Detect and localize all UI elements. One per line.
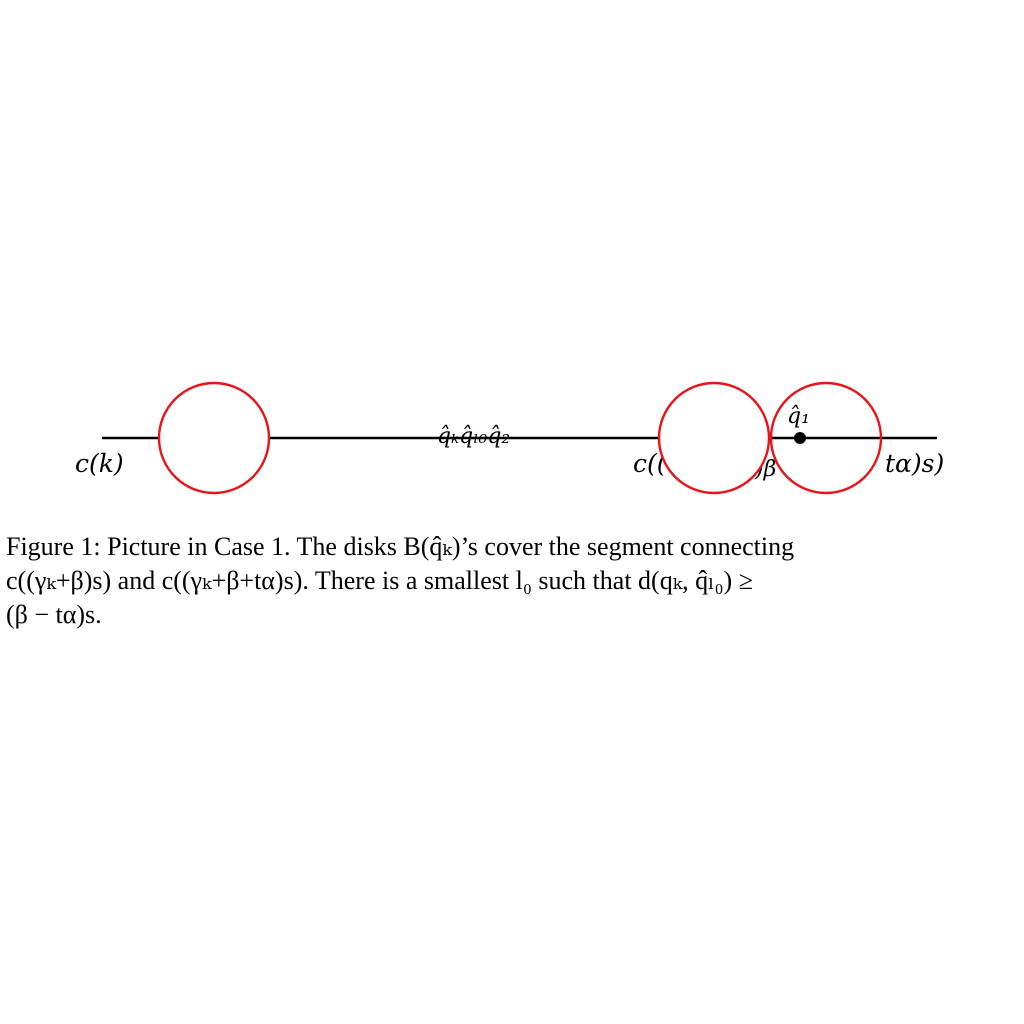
caption-line-2: c((γₖ+β)s) and c((γₖ+β+tα)s). There is a… <box>6 566 753 595</box>
figure-caption: Figure 1: Picture in Case 1. The disks B… <box>6 530 1022 632</box>
caption-line-3: (β − tα)s. <box>6 600 102 629</box>
disk-1 <box>157 381 271 495</box>
disk-3 <box>769 381 883 495</box>
disk-2 <box>657 381 771 495</box>
label-middle-points: q̂ₖq̂ₗ₀q̂₂ <box>437 424 510 449</box>
caption-line-1: Figure 1: Picture in Case 1. The disks B… <box>6 532 795 561</box>
label-right-endpoint: tα)s) <box>885 449 944 478</box>
label-q1: q̂₁ <box>787 404 810 429</box>
label-c-k: c(k) <box>75 449 124 478</box>
point-q1 <box>794 432 806 444</box>
